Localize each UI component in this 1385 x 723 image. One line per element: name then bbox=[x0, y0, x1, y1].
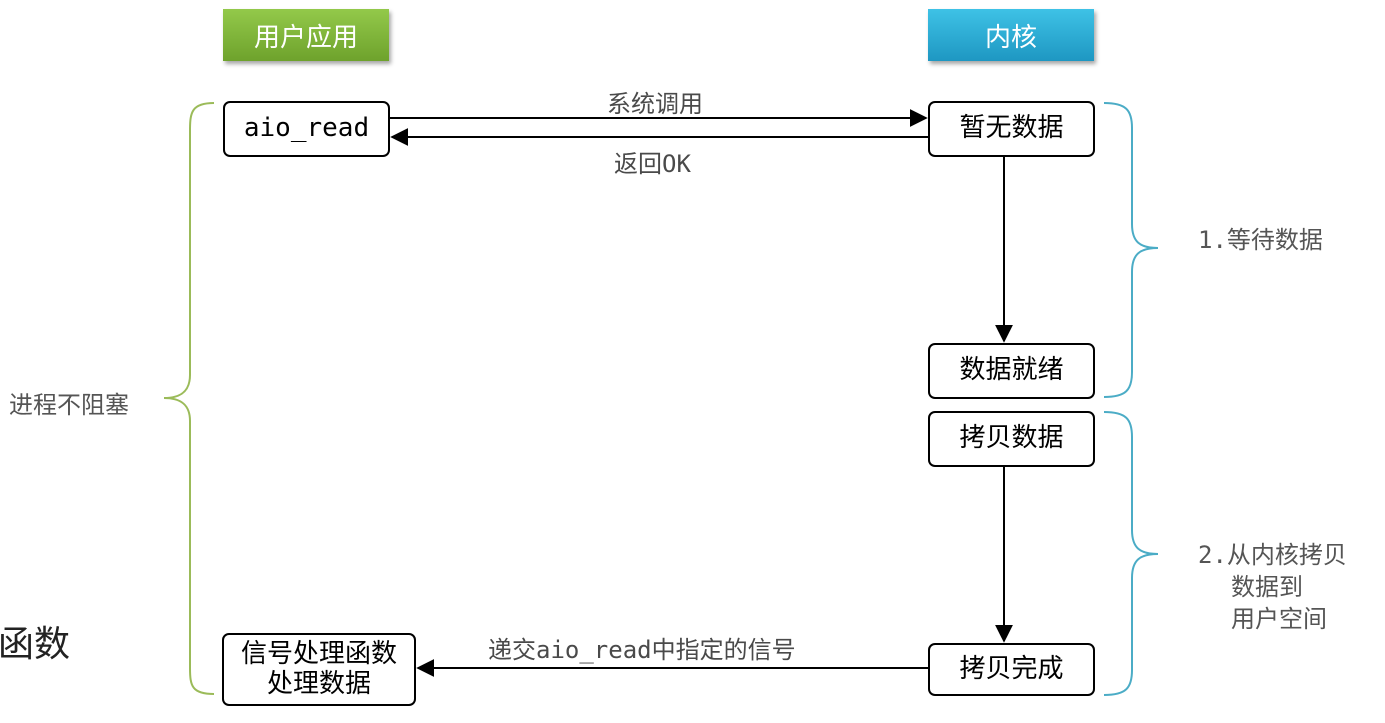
stage2-num: 2. bbox=[1198, 541, 1227, 569]
return-ok-label: 返回OK bbox=[614, 144, 691, 179]
stage1-label: 1.等待数据 bbox=[1198, 220, 1323, 255]
deliver-suffix: 中指定的信号 bbox=[651, 636, 796, 664]
stage2-brace bbox=[1103, 411, 1159, 696]
stage1-brace bbox=[1103, 102, 1159, 398]
nonblocking-brace bbox=[163, 102, 215, 695]
stage2-label: 2.从内核拷贝 数据到 用户空间 bbox=[1198, 539, 1347, 635]
no-data-box: 暂无数据 bbox=[928, 101, 1095, 157]
deliver-prefix: 递交 bbox=[488, 636, 536, 664]
copy-data-box: 拷贝数据 bbox=[928, 411, 1095, 467]
deliver-signal-label: 递交aio_read中指定的信号 bbox=[488, 630, 796, 665]
stage2-line3: 用户空间 bbox=[1231, 605, 1327, 633]
return-ok-text: OK bbox=[662, 150, 691, 178]
aio-read-box: aio_read bbox=[223, 101, 390, 157]
kernel-header: 内核 bbox=[928, 9, 1094, 61]
copy-data-label: 拷贝数据 bbox=[959, 423, 1064, 454]
no-data-label: 暂无数据 bbox=[959, 113, 1064, 144]
return-prefix: 返回 bbox=[614, 150, 662, 178]
signal-handler-line2: 处理数据 bbox=[266, 668, 371, 699]
copy-done-box: 拷贝完成 bbox=[928, 643, 1095, 696]
aio-read-label: aio_read bbox=[243, 113, 370, 144]
stage2-line2: 数据到 bbox=[1231, 573, 1303, 601]
signal-handler-line1: 信号处理函数 bbox=[240, 638, 397, 669]
stage2-line1: 从内核拷贝 bbox=[1226, 541, 1347, 569]
deliver-mono: aio_read bbox=[536, 636, 652, 664]
syscall-label: 系统调用 bbox=[607, 90, 703, 118]
copy-done-label: 拷贝完成 bbox=[959, 653, 1064, 684]
process-nonblocking-label: 进程不阻塞 bbox=[9, 391, 129, 419]
cropped-function-label: 函数 bbox=[0, 624, 71, 665]
user-app-header: 用户应用 bbox=[223, 9, 389, 61]
data-ready-box: 数据就绪 bbox=[928, 343, 1095, 399]
data-ready-label: 数据就绪 bbox=[959, 355, 1064, 386]
signal-handler-box: 信号处理函数 处理数据 bbox=[222, 633, 416, 706]
stage1-text: 等待数据 bbox=[1226, 226, 1323, 254]
stage1-num: 1. bbox=[1198, 226, 1227, 254]
